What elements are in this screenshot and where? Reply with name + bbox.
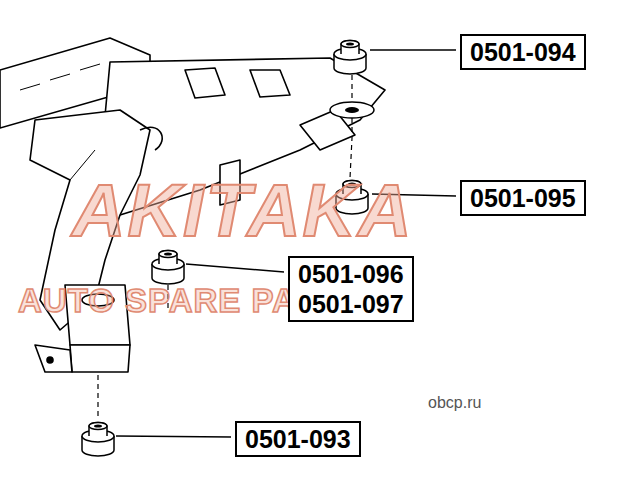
callout-box: 0501-094 [460,34,586,70]
part-number: 0501-097 [298,289,404,319]
site-watermark: obcp.ru [428,394,481,412]
part-number: 0501-095 [470,183,576,213]
callout-box: 0501-095 [460,180,586,216]
watermark: AKITAKA [72,168,413,253]
part-number: 0501-096 [298,259,404,289]
washer [330,102,374,118]
callout-box: 0501-093 [235,421,361,457]
part-number: 0501-093 [245,424,351,454]
callout-box: 0501-0960501-097 [288,256,414,322]
part-number: 0501-094 [470,37,576,67]
